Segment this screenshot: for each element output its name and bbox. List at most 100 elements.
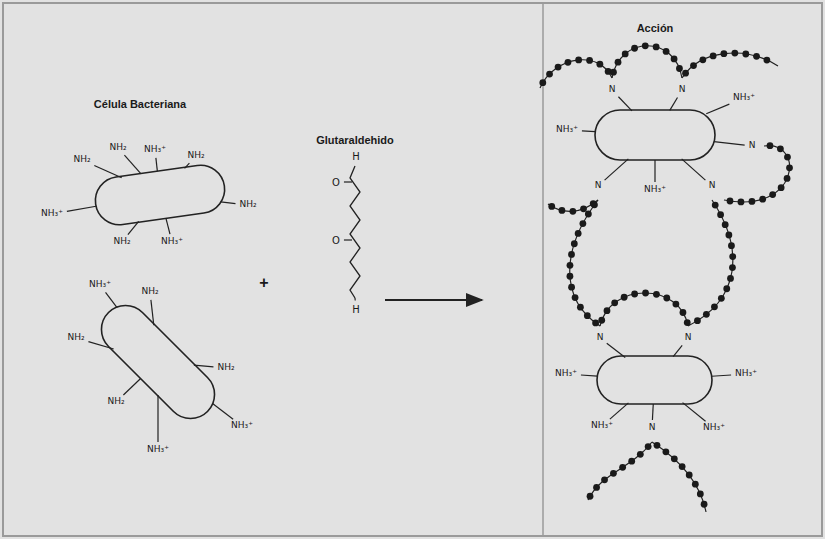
group-label: NH₂ xyxy=(216,363,235,373)
chain-bead xyxy=(722,221,729,228)
chain-bead xyxy=(596,61,603,68)
chain-bead xyxy=(672,301,679,308)
group-label: NH₃⁺ xyxy=(643,185,667,195)
bond-line xyxy=(582,130,595,132)
chain-bead xyxy=(717,211,724,218)
chain-bead xyxy=(637,451,644,458)
chain-bead xyxy=(697,491,704,498)
bond-line xyxy=(67,206,96,211)
group-label: N xyxy=(648,423,657,433)
atom-label: O xyxy=(331,177,341,188)
bond-line xyxy=(652,404,654,420)
chain-bead xyxy=(642,42,649,49)
chain-bead xyxy=(703,311,710,318)
bond-line xyxy=(166,218,170,234)
chain-bead xyxy=(654,442,661,449)
chain-bead xyxy=(622,51,629,58)
chain-bead xyxy=(671,455,678,462)
bond-line xyxy=(128,221,139,234)
group-label: NH₂ xyxy=(186,151,205,161)
bond-line xyxy=(683,403,706,422)
crosslink-chain xyxy=(688,200,733,326)
chain-bead xyxy=(619,464,626,471)
bond-line xyxy=(714,142,745,145)
chain-bead xyxy=(749,198,756,205)
chain-bead xyxy=(568,284,575,291)
chain-bead xyxy=(610,470,617,477)
chain-bead xyxy=(546,71,553,78)
chain-bead xyxy=(565,59,572,66)
group-label: NH₃⁺ xyxy=(554,369,578,379)
bond-line xyxy=(712,375,731,376)
chain-bead xyxy=(784,175,791,182)
chain-bead xyxy=(598,317,605,324)
group-label: NH₃⁺ xyxy=(88,280,112,290)
group-label: NH₂ xyxy=(66,333,85,343)
chain-bead xyxy=(567,273,574,280)
bond-line xyxy=(610,403,629,419)
chain-bead xyxy=(778,184,785,191)
bond-line xyxy=(88,342,113,349)
chain-bead xyxy=(720,50,727,57)
chain-bead xyxy=(711,303,718,310)
chain-bead xyxy=(610,69,617,76)
plus-sign: + xyxy=(258,274,269,292)
chain-bead xyxy=(663,48,670,55)
chain-bead xyxy=(680,309,687,316)
chain-bead xyxy=(631,291,638,298)
bond-line xyxy=(344,181,352,182)
bond-line xyxy=(607,343,625,357)
chain-bead xyxy=(575,230,582,237)
chain-bead xyxy=(587,493,594,500)
group-label: NH₃⁺ xyxy=(160,237,184,247)
chain-bead xyxy=(725,232,732,239)
chain-bead xyxy=(593,484,600,491)
chain-bead xyxy=(738,199,745,206)
chain-bead xyxy=(555,64,562,71)
chain-bead xyxy=(621,294,628,301)
chain-bead xyxy=(569,208,576,215)
group-label: N xyxy=(608,85,617,95)
group-label: NH₃⁺ xyxy=(702,423,726,433)
chain-bead xyxy=(645,443,652,450)
chain-bead xyxy=(571,240,578,247)
bond-line xyxy=(106,292,118,307)
chain-bead xyxy=(586,57,593,64)
atom-label: O xyxy=(331,235,341,246)
chain-bead xyxy=(753,53,760,60)
bond-line xyxy=(618,97,632,111)
bond-line xyxy=(706,104,729,114)
bond-line xyxy=(670,98,678,111)
bond-line xyxy=(354,298,355,301)
glutaraldehyde-chain xyxy=(350,166,360,298)
section-heading: Glutaraldehido xyxy=(313,133,397,147)
group-label: NH₂ xyxy=(106,397,125,407)
chain-bead xyxy=(575,57,582,64)
bond-line xyxy=(185,163,190,168)
chain-bead xyxy=(611,299,618,306)
atom-label: H xyxy=(351,151,361,162)
bond-line xyxy=(123,379,140,395)
bond-line xyxy=(682,159,706,180)
bond-line xyxy=(344,239,352,240)
chain-bead xyxy=(642,290,649,297)
chain-bead xyxy=(548,203,555,210)
chain-bead xyxy=(686,472,693,479)
section-heading: Célula Bacteriana xyxy=(91,97,189,111)
bond-line xyxy=(124,155,141,174)
bond-line xyxy=(156,158,157,171)
chain-bead xyxy=(604,307,611,314)
group-label: NH₃⁺ xyxy=(555,125,579,135)
bond-line xyxy=(673,345,682,356)
bond-line xyxy=(221,202,236,204)
chain-bead xyxy=(699,56,706,63)
chain-bead xyxy=(559,207,566,214)
chain-bead xyxy=(727,198,734,205)
crosslink-chain xyxy=(652,442,706,512)
chain-bead xyxy=(584,312,591,319)
group-label: NH₃⁺ xyxy=(732,93,756,103)
bond-line xyxy=(212,403,233,419)
chain-bead xyxy=(784,154,791,161)
frame xyxy=(3,3,822,536)
group-label: NH₃⁺ xyxy=(146,445,170,455)
